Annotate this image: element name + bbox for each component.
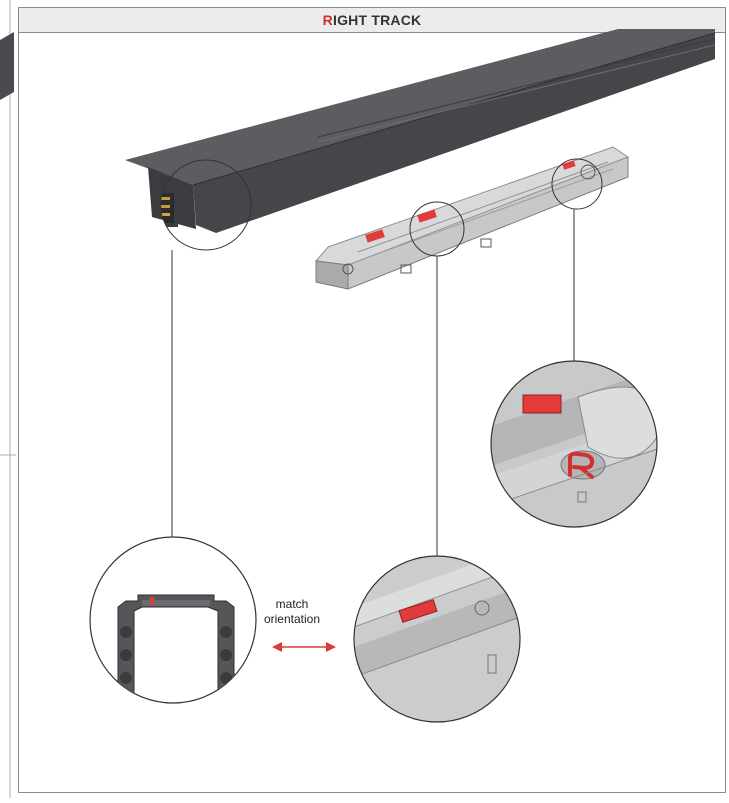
panel-title-rest: IGHT TRACK <box>332 12 422 28</box>
track-end-zoom <box>160 159 252 537</box>
match-orientation-label: match orientation <box>247 597 337 627</box>
panel-title: RIGHT TRACK <box>19 8 725 33</box>
track-profile <box>125 29 716 233</box>
track-profile-zoom <box>89 536 257 704</box>
r-marker-zoom <box>490 360 658 528</box>
r-letter-icon <box>568 451 595 479</box>
panel-title-first-letter: R <box>322 12 333 28</box>
callout-line-1: match <box>275 597 309 611</box>
double-arrow-icon <box>272 642 336 652</box>
adjacent-panel-edge <box>0 0 16 798</box>
callout-line-2: orientation <box>263 612 321 626</box>
assembly-diagram <box>89 29 716 723</box>
connector-tab-zoom <box>353 555 521 723</box>
connector-end-zoom-marker <box>551 158 603 210</box>
connector-part <box>315 146 630 290</box>
